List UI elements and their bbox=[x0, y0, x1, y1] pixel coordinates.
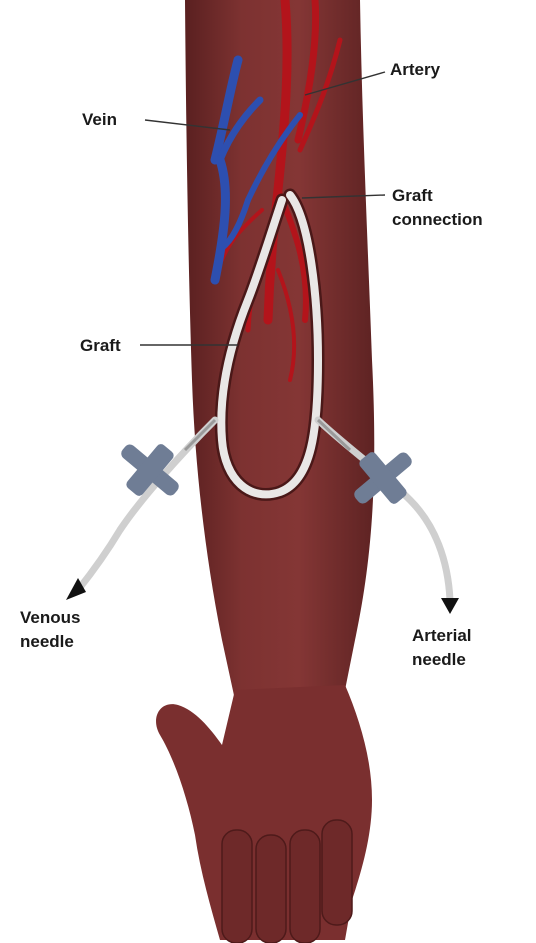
graft-connection-label-line1: Graft bbox=[392, 186, 433, 206]
vein-label: Vein bbox=[82, 110, 117, 130]
graft-connection-label-line2: connection bbox=[392, 210, 483, 230]
arterial-needle-label-line2: needle bbox=[412, 650, 466, 670]
arterial-needle-label-line1: Arterial bbox=[412, 626, 472, 646]
venous-needle bbox=[66, 420, 215, 600]
artery-label: Artery bbox=[390, 60, 440, 80]
forearm bbox=[185, 0, 374, 700]
graft-label: Graft bbox=[80, 336, 121, 356]
venous-needle-label-line1: Venous bbox=[20, 608, 80, 628]
venous-needle-label-line2: needle bbox=[20, 632, 74, 652]
